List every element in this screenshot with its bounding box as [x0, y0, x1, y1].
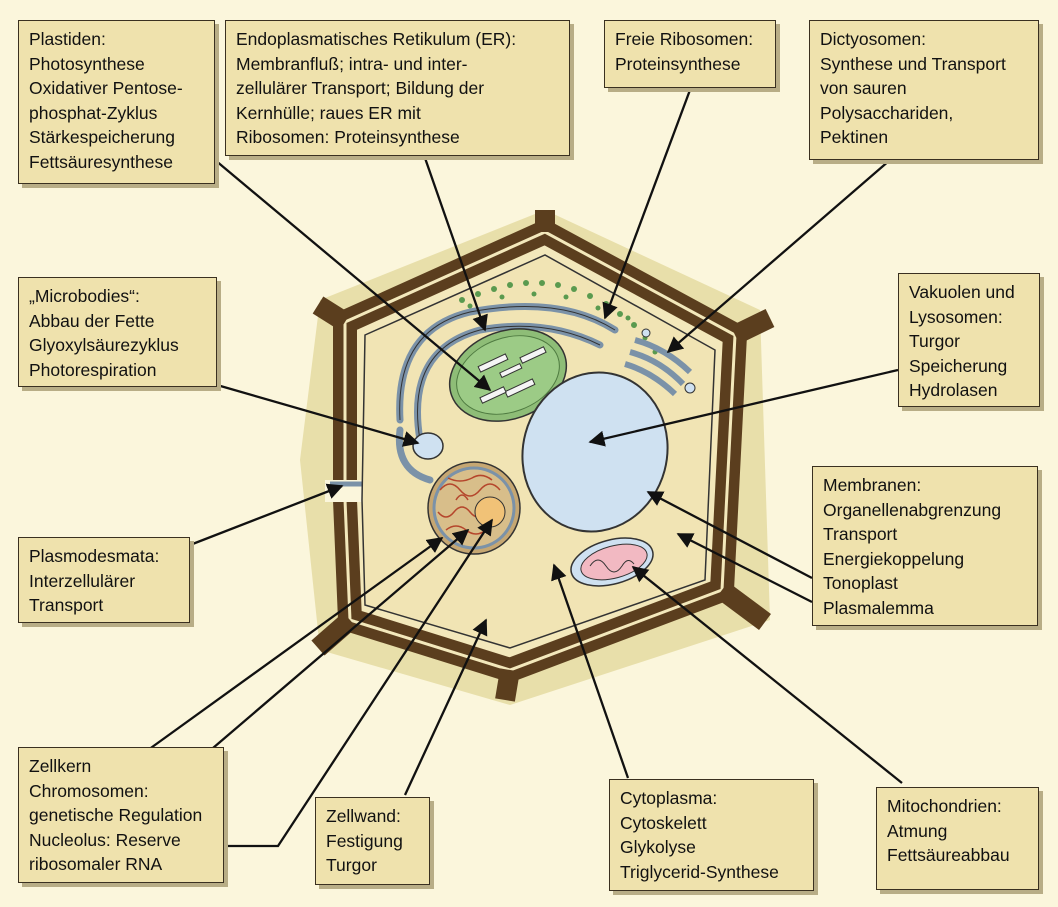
label-er-line: zellulärer Transport; Bildung der [236, 78, 485, 98]
label-dictyosomen-line: Dictyosomen: [820, 29, 927, 49]
label-membranen-line: Membranen: [823, 475, 922, 495]
arrow-dictyosomen [666, 159, 891, 354]
label-microbodies-line: Photorespiration [29, 359, 157, 380]
label-cytoplasma-line: Cytoplasma: [620, 788, 718, 808]
label-microbodies-line: „Microbodies“: [29, 286, 140, 306]
label-vakuolen-line: Turgor [909, 331, 960, 351]
label-dictyosomen-line: Synthese und Transport [820, 53, 1006, 74]
label-vakuolen-line: Hydrolasen [909, 380, 998, 400]
label-dictyosomen-line: Polysacchariden, [820, 102, 954, 123]
label-membranen-line: Plasmalemma [823, 597, 934, 618]
label-zellwand-line: Festigung [326, 830, 403, 851]
arrow-er [423, 157, 488, 332]
label-dictyosomen-line: Pektinen [820, 127, 889, 147]
label-plasmodesmata-line: Transport [29, 595, 104, 615]
arrow-membranen-plasmalemma [676, 532, 813, 604]
label-mitochondrien-line: Atmung [887, 820, 948, 841]
label-plastiden-line: Plastiden: [29, 29, 106, 49]
arrow-vakuolen [588, 368, 899, 447]
arrow-microbodies [216, 383, 420, 447]
microbody [412, 432, 444, 460]
arrow-cytoplasma [551, 563, 630, 779]
label-dictyosomen-line: von sauren [820, 78, 907, 98]
label-zellwand: Zellwand: Festigung Turgor [315, 797, 430, 885]
label-cytoplasma-line: Cytoskelett [620, 812, 707, 833]
label-membranen-line: Energiekoppelung [823, 548, 965, 569]
vacuole [521, 371, 669, 533]
label-plasmodesmata: Plasmodesmata: Interzellulärer Transport [18, 537, 190, 623]
arrow-zellwand [403, 618, 488, 796]
label-cytoplasma: Cytoplasma: Cytoskelett Glykolyse Trigly… [609, 779, 814, 891]
label-vakuolen-line: Speicherung [909, 355, 1008, 376]
label-plastiden-line: Photosynthese [29, 53, 145, 74]
label-plastiden-line: phosphat-Zyklus [29, 102, 158, 123]
arrow-ribosomen [602, 89, 692, 320]
label-zellkern-line: Chromosomen: [29, 780, 149, 801]
chloroplast [448, 328, 568, 422]
label-mitochondrien-line: Fettsäureabbau [887, 845, 1010, 865]
label-ribosomen-line: Proteinsynthese [615, 53, 741, 74]
label-er-line: Ribosomen: Proteinsynthese [236, 127, 460, 147]
label-er: Endoplasmatisches Retikulum (ER): Membra… [225, 20, 570, 156]
arrow-mitochondrien [631, 565, 903, 784]
label-er-line: Kernhülle; raues ER mit [236, 102, 421, 123]
arrow-plasmodesmata [189, 483, 344, 547]
arrow-zellkern [147, 537, 444, 751]
label-plastiden: Plastiden: Photosynthese Oxidativer Pent… [18, 20, 215, 184]
label-membranen-line: Tonoplast [823, 573, 898, 593]
label-zellkern-line: ribosomaler RNA [29, 854, 163, 874]
label-zellkern: Zellkern Chromosomen: genetische Regulat… [18, 747, 224, 883]
arrow-membranen-tonoplast [646, 490, 813, 580]
label-membranen-line: Organellenabgrenzung [823, 499, 1002, 520]
arrow-plastiden [214, 159, 492, 392]
label-cytoplasma-line: Glykolyse [620, 837, 696, 857]
label-ribosomen-line: Freie Ribosomen: [615, 29, 754, 49]
label-microbodies-line: Glyoxylsäurezyklus [29, 335, 179, 355]
label-plasmodesmata-line: Plasmodesmata: [29, 546, 160, 566]
label-microbodies-line: Abbau der Fette [29, 310, 155, 331]
label-mitochondrien-line: Mitochondrien: [887, 796, 1002, 816]
label-plastiden-line: Fettsäuresynthese [29, 151, 173, 172]
label-zellkern-line: Zellkern [29, 756, 92, 776]
label-er-line: Endoplasmatisches Retikulum (ER): [236, 29, 517, 49]
label-vakuolen-line: Vakuolen und [909, 282, 1015, 302]
label-microbodies: „Microbodies“: Abbau der Fette Glyoxylsä… [18, 277, 217, 387]
label-zellkern-line: genetische Regulation [29, 805, 203, 825]
dictyosome [624, 328, 696, 397]
arrow-nucleolus [224, 518, 493, 848]
label-mitochondrien: Mitochondrien: Atmung Fettsäureabbau [876, 787, 1039, 890]
nucleus [427, 461, 521, 555]
label-cytoplasma-line: Triglycerid-Synthese [620, 861, 779, 882]
label-plasmodesmata-line: Interzellulärer [29, 570, 136, 591]
label-er-line: Membranfluß; intra- und inter- [236, 53, 468, 74]
label-zellwand-line: Turgor [326, 855, 377, 875]
label-vakuolen-line: Lysosomen: [909, 306, 1003, 327]
label-plastiden-line: Stärkespeicherung [29, 127, 175, 147]
label-zellkern-line: Nucleolus: Reserve [29, 829, 181, 850]
label-plastiden-line: Oxidativer Pentose- [29, 78, 183, 98]
label-membranen: Membranen: Organellenabgrenzung Transpor… [812, 466, 1038, 626]
label-membranen-line: Transport [823, 524, 898, 544]
label-dictyosomen: Dictyosomen: Synthese und Transport von … [809, 20, 1039, 160]
label-ribosomen: Freie Ribosomen: Proteinsynthese [604, 20, 776, 88]
leader-arrows [147, 89, 903, 848]
label-vakuolen: Vakuolen und Lysosomen: Turgor Speicheru… [898, 273, 1040, 407]
label-zellwand-line: Zellwand: [326, 806, 401, 826]
